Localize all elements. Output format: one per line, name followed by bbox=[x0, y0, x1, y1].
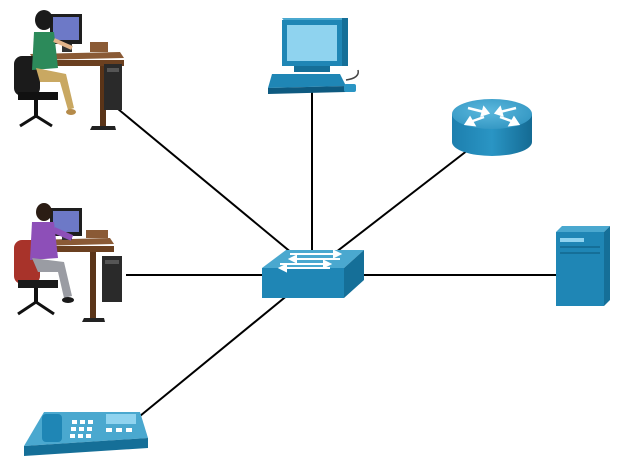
server-icon[interactable] bbox=[556, 226, 610, 306]
desktop-computer-icon[interactable] bbox=[268, 18, 359, 94]
user-workstation-icon[interactable] bbox=[14, 203, 122, 322]
link-workstation-woman bbox=[111, 103, 311, 269]
switch-icon[interactable] bbox=[262, 249, 364, 298]
router-icon[interactable] bbox=[452, 99, 532, 156]
link-ip-phone bbox=[139, 284, 301, 417]
link-router bbox=[317, 149, 469, 267]
user-workstation-icon[interactable] bbox=[14, 10, 124, 130]
ip-phone-icon[interactable] bbox=[24, 412, 148, 456]
